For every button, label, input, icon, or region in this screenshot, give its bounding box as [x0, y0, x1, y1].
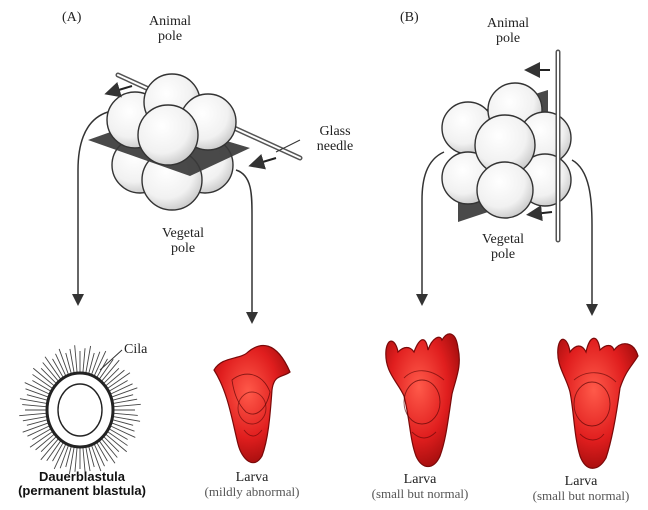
cilium [66, 353, 72, 374]
dauerblastula [19, 345, 141, 475]
cilium [66, 446, 72, 467]
cilium [111, 388, 137, 398]
larva-b1 [386, 334, 460, 467]
cilium [25, 389, 48, 398]
cilium [19, 413, 47, 415]
cilium [60, 445, 69, 468]
needle-arrow-a2 [256, 158, 276, 164]
caption-dauerblastula: Dauerblastula (permanent blastula) [8, 470, 156, 499]
embryo-b [442, 52, 571, 240]
glass-needle-label: Glass needle [300, 124, 370, 155]
needle-arrow-b2 [534, 212, 552, 214]
caption-larva-b2: Larva (small but normal) [516, 474, 646, 504]
flow-arrow-b-right [572, 160, 592, 310]
needle-arrow-a1 [112, 86, 132, 92]
caption-larva-b1: Larva (small but normal) [350, 472, 490, 502]
panel-label-a: (A) [62, 10, 81, 26]
cilium [91, 352, 100, 375]
vegetal-pole-label-b: Vegetal pole [468, 232, 538, 263]
cilium [23, 423, 49, 433]
cilium [113, 413, 138, 415]
cilium [89, 446, 95, 467]
flow-arrow-a-right [236, 170, 252, 318]
vegetal-pole-label-a: Vegetal pole [148, 226, 218, 257]
cilium [83, 348, 85, 373]
larva-a [214, 345, 290, 462]
embryo-a [88, 74, 300, 210]
cilia-leader [100, 350, 122, 370]
animal-pole-label-a: Animal pole [140, 14, 200, 45]
flow-arrow-b-left [422, 152, 444, 300]
cilium [113, 404, 141, 406]
caption-larva-a: Larva (mildly abnormal) [182, 470, 322, 500]
cilium [23, 416, 48, 420]
cilium [111, 423, 134, 432]
cilium [112, 399, 137, 403]
cilium [89, 353, 95, 374]
cilium [75, 345, 77, 373]
cilia-label: Cila [124, 342, 147, 357]
animal-pole-label-b: Animal pole [478, 16, 538, 47]
panel-label-b: (B) [400, 10, 419, 26]
cilium [22, 405, 47, 407]
larva-b2 [558, 338, 638, 468]
